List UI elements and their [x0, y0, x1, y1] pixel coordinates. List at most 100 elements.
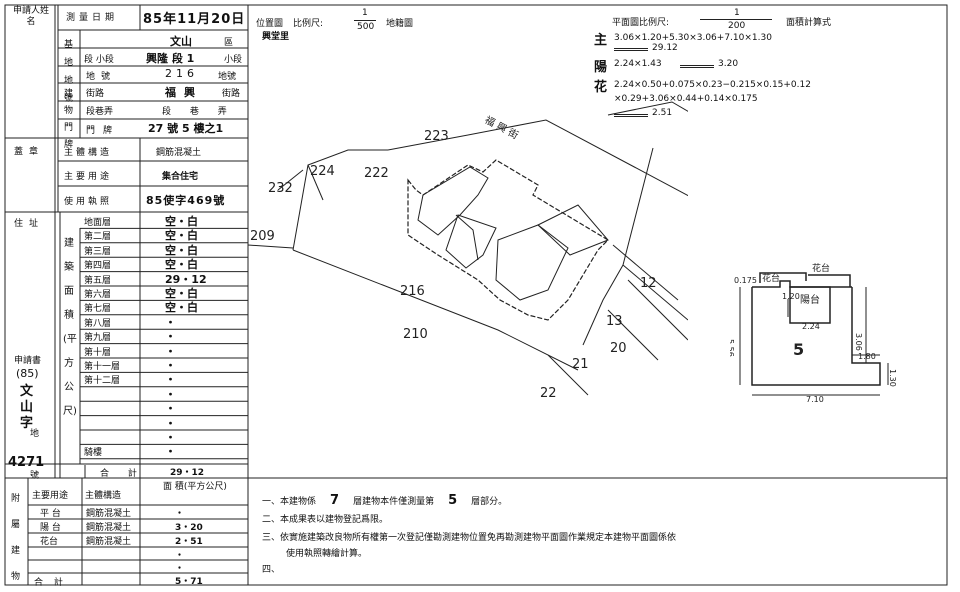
floor-value: 29・12	[165, 272, 207, 286]
floor-area-label: 建築面積(平方公尺)	[63, 238, 77, 417]
street-suffix: 街路	[222, 89, 241, 99]
dim-0-175: 0.175	[734, 276, 757, 285]
lot-223: 223	[424, 129, 449, 144]
applicant-label: 申請人姓名	[12, 6, 49, 27]
floor-plan-scale-num: 1	[734, 8, 740, 18]
dim-2-24: 2.24	[802, 322, 820, 331]
dim-1-20: 1.20	[782, 292, 800, 301]
floor-name: 第十層	[84, 347, 112, 358]
lot-20: 20	[610, 341, 627, 356]
application-word-suffix: 地	[30, 429, 40, 439]
street-value: 福興	[165, 86, 203, 99]
floor-value: ・	[165, 431, 176, 444]
annex-header-structure: 主體構造	[85, 491, 122, 501]
annex-area: ・	[175, 551, 185, 561]
door-label: 門牌	[86, 126, 121, 136]
license-value: 85使字469號	[146, 194, 226, 207]
main-use-label: 主要用途	[64, 172, 113, 182]
location-scale-den: 500	[357, 22, 375, 32]
floor-name: 第六層	[84, 290, 112, 300]
floor-plan-title: 平面圖比例尺:	[612, 18, 670, 28]
lot-value: 216	[165, 67, 198, 80]
annex-use: 花台	[40, 537, 59, 547]
annex-structure: 鋼筋混凝土	[86, 537, 132, 547]
annex-total-value: 5・71	[175, 577, 203, 587]
base-land-label: 基地地號	[64, 40, 74, 104]
road-name: 福 興 街	[483, 113, 521, 142]
license-label: 使用執照	[64, 197, 113, 207]
planter-label: 花	[594, 80, 608, 95]
application-word: 文山 字	[20, 384, 34, 431]
annex-use: 陽 台	[40, 523, 61, 533]
annex-total-label: 合 計	[34, 578, 67, 588]
location-scale-label: 比例尺:	[293, 19, 324, 29]
floor-name: 第二層	[84, 232, 112, 243]
annex-use: 平 台	[40, 509, 61, 519]
survey-date-label: 測量日期	[66, 13, 119, 23]
dim-1-30: 1.30	[888, 369, 897, 387]
annex-area: ・	[175, 509, 185, 519]
district-suffix: 區	[224, 38, 234, 48]
planter-equals	[614, 114, 648, 117]
balcony-formula: 2.24×1.43	[614, 59, 662, 69]
lot-label: 地號	[86, 72, 117, 82]
building-number-label: 建物門牌	[64, 89, 74, 150]
floor-value: ・	[165, 359, 176, 372]
floor-value: ・	[165, 373, 176, 387]
lot-suffix: 地號	[218, 72, 237, 82]
annex-structure: 鋼筋混凝土	[86, 523, 132, 533]
floor-value: ・	[165, 402, 176, 416]
main-result: 29.12	[652, 43, 678, 53]
floor-plan-drawing: 5.56 7.10 1.80 1.30 3.06 2.24 0.175 1.20…	[730, 262, 897, 404]
floor-total-value: 29・12	[170, 468, 205, 478]
floor-name: 騎樓	[84, 448, 103, 459]
location-scale-num: 1	[362, 8, 368, 18]
floor-value: ・	[165, 315, 176, 329]
plan-number: 5	[793, 340, 804, 359]
location-map-title: 位置圖	[256, 19, 284, 29]
floor-plan-scale-den: 200	[728, 21, 746, 31]
floor-value: ・	[165, 416, 176, 430]
floor-name: 第八層	[84, 318, 112, 329]
main-label: 主	[594, 33, 608, 48]
note-2: 二、本成果表以建物登記爲限。	[262, 515, 389, 525]
floor-value: 空・白	[165, 301, 198, 315]
floor-value: ・	[165, 330, 176, 344]
floor-name: 第五層	[84, 275, 112, 286]
application-year: (85)	[16, 367, 39, 380]
location-scale-bar	[354, 20, 376, 21]
floor-value: ・	[165, 445, 176, 459]
floor-value: ・	[165, 344, 176, 358]
floor-value: 空・白	[165, 229, 198, 243]
door-value: 27 號 5 樓之1	[148, 122, 224, 135]
plan-label-planter-1: 花台	[762, 272, 780, 284]
note-3-cont: 使用執照轉繪計算。	[286, 549, 368, 559]
location-map-type: 地籍圖	[386, 19, 414, 29]
floor-name: 第四層	[84, 261, 112, 272]
annex-header-use: 主要用途	[32, 491, 69, 501]
annex-structure: 鋼筋混凝土	[86, 509, 132, 519]
floor-plan-scale-bar	[700, 19, 772, 20]
survey-date: 85年11月20日	[143, 12, 246, 27]
dim-1-80: 1.80	[858, 352, 876, 361]
structure-value: 鋼筋混凝土	[156, 148, 202, 158]
lot-13: 13	[606, 314, 623, 329]
main-formula: 3.06×1.20+5.30×3.06+7.10×1.30	[614, 33, 772, 43]
balcony-label: 陽	[594, 60, 608, 75]
dim-7-10: 7.10	[806, 395, 824, 404]
floor-value: 空・白	[165, 215, 198, 228]
floor-value: ・	[165, 387, 176, 401]
section-value: 興隆 段 1	[146, 52, 195, 65]
floor-name: 第九層	[84, 333, 112, 344]
structure-label: 主體構造	[64, 148, 113, 158]
lot-21: 21	[572, 357, 589, 372]
floor-name: 第三層	[84, 246, 112, 257]
dim-3-06: 3.06	[854, 333, 863, 351]
application-label: 申請書	[14, 356, 42, 366]
location-map: 223 224 222 232 209 216 210 12 13 20 21 …	[248, 101, 688, 401]
street-label: 街路	[86, 89, 105, 99]
lane-label: 段巷弄	[86, 107, 114, 117]
floor-value: 空・白	[165, 243, 198, 257]
